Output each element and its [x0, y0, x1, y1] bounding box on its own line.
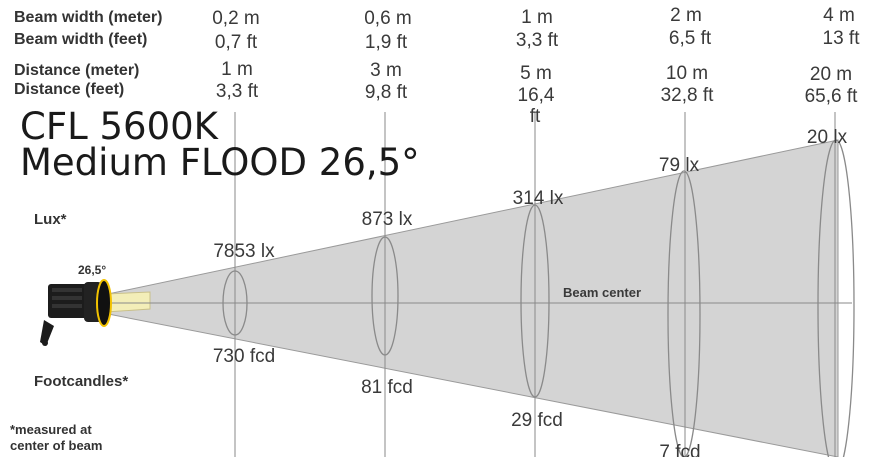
distance-feet-value: 32,8 ft [660, 85, 714, 106]
beam-section-5 [520, 204, 550, 398]
beam-width-feet-label: Beam width (feet) [14, 31, 148, 48]
lux-value: 314 lx [512, 188, 564, 209]
beam-section-10 [667, 170, 701, 457]
beam-width-meter-label: Beam width (meter) [14, 9, 163, 26]
beam-width-meter-value: 1 m [521, 7, 553, 28]
beam-type-title: Medium FLOOD 26,5° [20, 141, 420, 184]
beam-width-feet-value: 3,3 ft [515, 30, 559, 51]
distance-meter-value: 20 m [809, 64, 853, 85]
distance-meter-label: Distance (meter) [14, 62, 140, 79]
lux-value: 20 lx [806, 127, 848, 148]
near-light-cone [105, 291, 151, 313]
distance-feet-value: 3,3 ft [215, 81, 259, 102]
fcd-value: 7 fcd [659, 442, 701, 457]
fcd-value: 29 fcd [511, 410, 563, 431]
beam-section-20 [817, 139, 855, 457]
measurement-note-line2: center of beam [10, 438, 103, 453]
beam-width-meter-value: 0,2 m [212, 8, 260, 29]
lux-label: Lux* [34, 211, 67, 228]
beam-width-feet-value: 13 ft [822, 28, 860, 49]
beam-width-meter-value: 0,6 m [364, 8, 412, 29]
fcd-value: 730 fcd [212, 346, 276, 367]
beam-angle-label: 26,5° [78, 263, 107, 277]
lux-value: 7853 lx [213, 241, 275, 262]
lux-value: 79 lx [658, 155, 700, 176]
beam-width-meter-value: 4 m [823, 5, 855, 26]
distance-feet-value: 16,4 [517, 85, 555, 106]
beam-cone [107, 139, 839, 457]
beam-width-feet-value: 0,7 ft [214, 32, 258, 53]
distance-feet-value-unit: ft [529, 106, 541, 127]
beam-width-feet-value: 1,9 ft [364, 32, 408, 53]
distance-meter-value: 3 m [370, 60, 402, 81]
lux-value: 873 lx [361, 209, 413, 230]
distance-meter-value: 1 m [221, 59, 253, 80]
beam-width-feet-value: 6,5 ft [668, 28, 712, 49]
distance-meter-value: 5 m [520, 63, 552, 84]
distance-feet-value: 9,8 ft [364, 82, 408, 103]
lamp-icon [40, 279, 112, 346]
distance-meter-value: 10 m [665, 63, 709, 84]
beam-section-3 [371, 236, 399, 356]
footcandles-label: Footcandles* [34, 373, 129, 390]
beam-width-meter-value: 2 m [670, 5, 702, 26]
measurement-note-line1: *measured at [10, 422, 92, 437]
beam-center-label: Beam center [563, 285, 642, 300]
fcd-value: 81 fcd [361, 377, 413, 398]
distance-feet-value: 65,6 ft [804, 86, 858, 107]
product-title: CFL 5600K [20, 105, 218, 148]
distance-feet-label: Distance (feet) [14, 81, 125, 98]
